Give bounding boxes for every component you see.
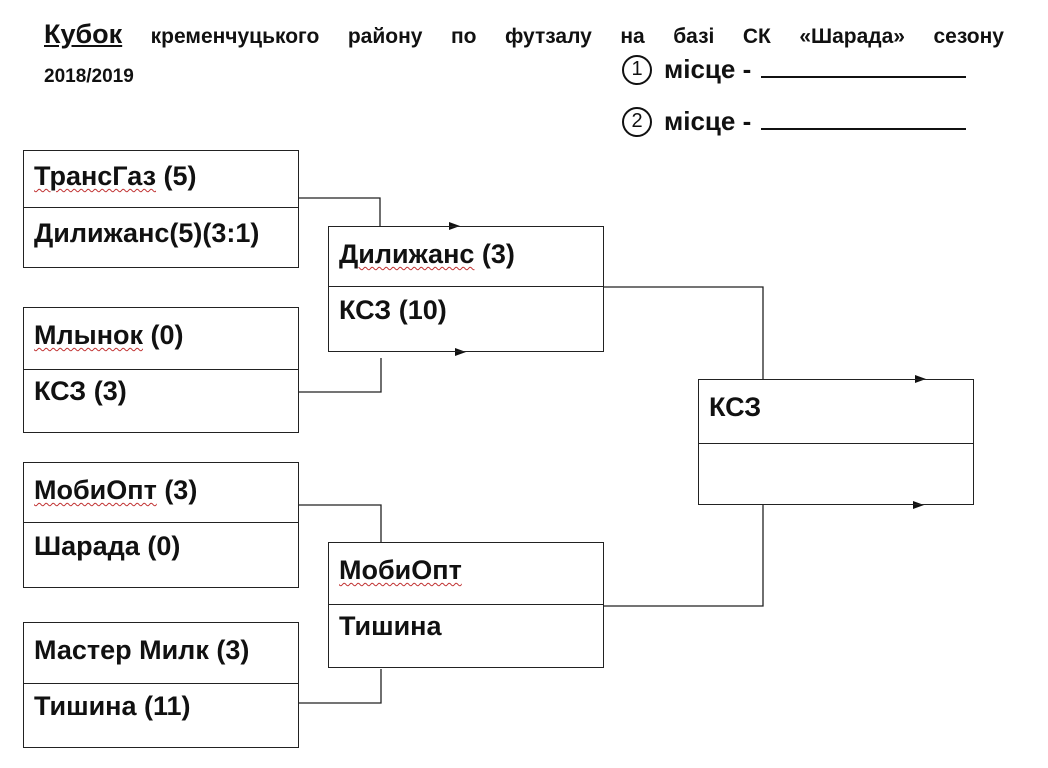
team-score: (5)	[163, 161, 197, 191]
team-name: ТрансГаз	[34, 161, 157, 191]
connector-line	[603, 286, 764, 380]
match-box-semi-1: Дилижанс (3) КСЗ (10)	[328, 226, 604, 352]
title-word: базі	[673, 25, 715, 48]
team-name: Тишина	[34, 691, 137, 721]
team-name: Дилижанс	[339, 239, 475, 269]
team-slot: Шарада (0)	[24, 531, 298, 587]
place-label: місце -	[664, 54, 752, 84]
match-box-r1-2: Млынок (0) КСЗ (3)	[23, 307, 299, 433]
team-name: КСЗ	[709, 392, 762, 422]
title-line: Кубок кременчуцького району по футзалу н…	[44, 14, 1004, 57]
team-score: (3)	[164, 475, 198, 505]
team-slot: МобиОпт (3)	[24, 463, 298, 523]
team-score: (3)	[481, 239, 515, 269]
team-slot: Мастер Милк (3)	[24, 623, 298, 684]
first-place-row: 1 місце -	[622, 54, 967, 85]
team-slot: КСЗ (3)	[24, 376, 298, 432]
team-name: МобиОпт	[34, 475, 157, 505]
second-place-blank	[761, 114, 967, 130]
team-score: (5)(3:1)	[169, 218, 260, 248]
place-number-1: 1	[622, 54, 652, 85]
season-label: 2018/2019	[44, 66, 134, 87]
team-slot	[699, 450, 973, 504]
title-word: СК	[742, 25, 771, 48]
team-score: (10)	[398, 295, 447, 325]
team-slot: ТрансГаз (5)	[24, 151, 298, 208]
team-score: (3)	[93, 376, 127, 406]
match-box-r1-4: Мастер Милк (3) Тишина (11)	[23, 622, 299, 748]
place-label: місце -	[664, 106, 752, 136]
match-box-final: КСЗ	[698, 379, 974, 505]
team-slot: Дилижанс(5)(3:1)	[24, 218, 298, 267]
team-score: (11)	[144, 691, 191, 721]
connector-line	[299, 669, 382, 704]
team-score: (0)	[147, 531, 181, 561]
team-slot: Тишина (11)	[24, 691, 298, 747]
team-slot: Дилижанс (3)	[329, 227, 603, 287]
cup-word: Кубок	[44, 19, 123, 49]
team-name: МобиОпт	[339, 555, 462, 585]
team-slot: КСЗ (10)	[329, 295, 603, 351]
match-box-r1-3: МобиОпт (3) Шарада (0)	[23, 462, 299, 588]
connector-line	[299, 197, 381, 226]
document-header: Кубок кременчуцького району по футзалу н…	[44, 14, 1004, 97]
connector-line	[299, 504, 382, 542]
title-word: кременчуцького	[150, 25, 320, 48]
team-score: (3)	[216, 635, 250, 665]
title-word: по	[450, 25, 477, 48]
team-name: Млынок	[34, 320, 144, 350]
team-name: КСЗ	[339, 295, 392, 325]
first-place-blank	[761, 62, 967, 78]
team-slot: Млынок (0)	[24, 308, 298, 370]
team-slot: Тишина	[329, 611, 603, 667]
title-word: сезону	[933, 25, 1004, 48]
team-name: Тишина	[339, 611, 442, 641]
title-word: «Шарада»	[799, 25, 905, 48]
team-name: Шарада	[34, 531, 140, 561]
place-number-2: 2	[622, 106, 652, 137]
connector-line	[603, 505, 764, 607]
match-box-r1-1: ТрансГаз (5) Дилижанс(5)(3:1)	[23, 150, 299, 268]
connector-line	[299, 358, 382, 393]
team-name: КСЗ	[34, 376, 87, 406]
second-place-row: 2 місце -	[622, 106, 967, 137]
team-name: Мастер Милк	[34, 635, 209, 665]
title-word: на	[620, 25, 645, 48]
team-score: (0)	[150, 320, 184, 350]
title-word: футзалу	[504, 25, 592, 48]
team-slot: МобиОпт	[329, 543, 603, 605]
match-box-semi-2: МобиОпт Тишина	[328, 542, 604, 668]
team-name: Дилижанс	[34, 218, 170, 248]
title-word: району	[347, 25, 423, 48]
team-slot: КСЗ	[699, 380, 973, 444]
